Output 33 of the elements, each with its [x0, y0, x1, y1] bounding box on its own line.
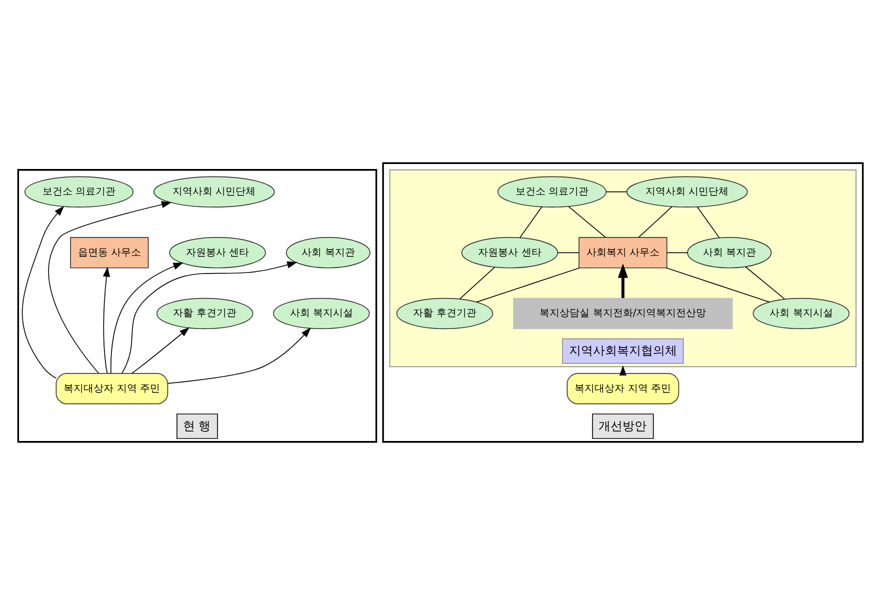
arrow — [110, 262, 184, 374]
node-box: 복지대상자 지역 주민 — [56, 373, 168, 404]
node-ellipse: 자원봉사 센타 — [461, 237, 558, 268]
node-ellipse: 지역사회 시민단체 — [626, 176, 748, 208]
node-ellipse: 사회 복지시설 — [273, 298, 370, 330]
node-ellipse: 사회 복지시설 — [752, 298, 850, 330]
connector — [666, 267, 770, 302]
connector — [696, 206, 720, 238]
node-ellipse: 보건소 의료기관 — [497, 176, 606, 208]
connector — [666, 252, 688, 254]
arrow — [167, 327, 311, 384]
node-box: 사회복지 사무소 — [578, 237, 668, 268]
node-ellipse: 보건소 의료기관 — [24, 176, 134, 208]
connector — [638, 206, 672, 238]
connector — [568, 206, 606, 238]
connector — [520, 206, 542, 238]
arrow — [22, 206, 64, 379]
connector — [557, 252, 580, 254]
node-ellipse: 자활 후견기관 — [396, 298, 494, 330]
node-ellipse: 사회 복지관 — [687, 237, 772, 268]
node-ellipse: 자원봉사 센타 — [169, 237, 266, 268]
connector — [606, 191, 628, 192]
arrow — [102, 266, 110, 374]
arrow — [618, 263, 628, 298]
connector — [476, 267, 580, 302]
connector — [745, 266, 785, 300]
arrow — [122, 261, 298, 374]
arrow — [48, 201, 172, 374]
arrow — [131, 327, 190, 374]
node-box: 복지상담실 복지전화/지역복지전산망 — [513, 298, 733, 330]
node-box: 읍면동 사무소 — [70, 237, 149, 268]
connector — [459, 266, 496, 300]
node-ellipse: 자활 후견기관 — [156, 298, 254, 330]
